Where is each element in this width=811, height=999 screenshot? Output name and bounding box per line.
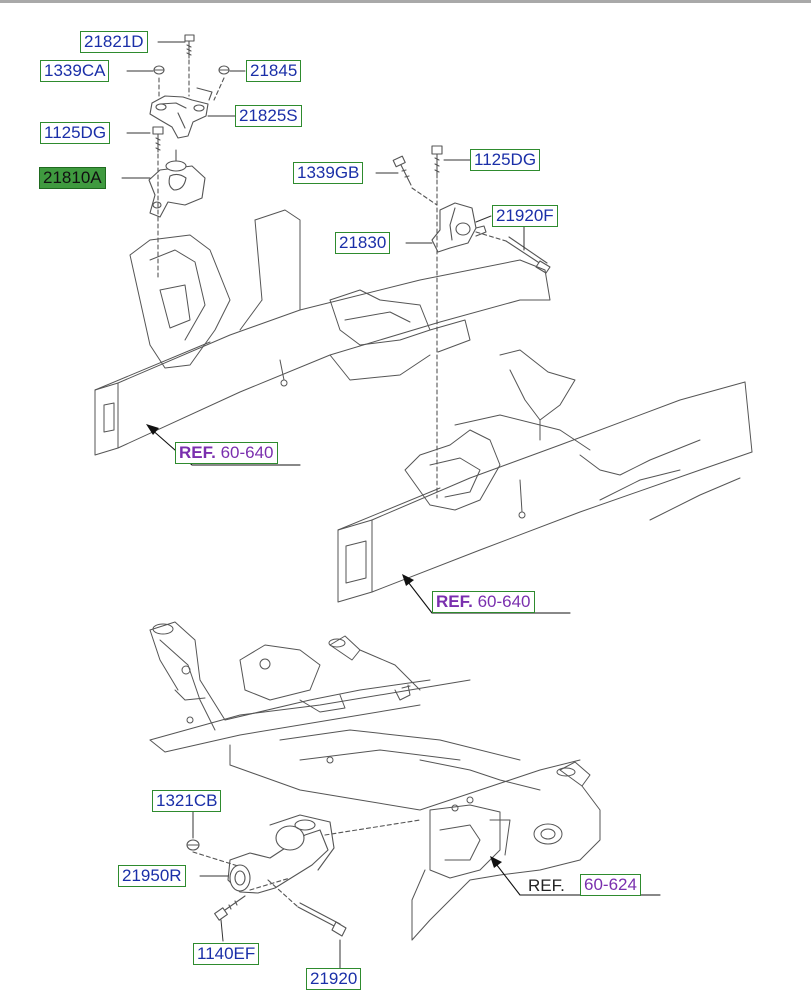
part-label-1125DG-right[interactable]: 1125DG bbox=[470, 149, 541, 171]
nut-1339CA[interactable] bbox=[153, 65, 165, 75]
front-subframe bbox=[149, 621, 601, 941]
part-label-21845[interactable]: 21845 bbox=[246, 60, 302, 82]
stud-line bbox=[196, 87, 213, 101]
frame-rail-left bbox=[94, 209, 551, 456]
leader-dashes-right bbox=[411, 179, 507, 499]
part-label-21821D[interactable]: 21821D bbox=[80, 31, 148, 53]
bolt-21920[interactable] bbox=[297, 902, 347, 937]
roll-rod-21950R[interactable] bbox=[227, 814, 335, 894]
ref-prefix-1: REF. bbox=[179, 443, 216, 462]
part-label-21950R[interactable]: 21950R bbox=[118, 865, 186, 887]
ref-callout-3[interactable]: 60-624 bbox=[580, 874, 641, 896]
bolt-1339GB[interactable] bbox=[392, 155, 412, 186]
ref-prefix-3: REF. bbox=[528, 876, 565, 895]
ref-callout-2[interactable]: REF. 60-640 bbox=[432, 591, 535, 613]
part-label-1321CB[interactable]: 1321CB bbox=[152, 790, 222, 812]
bolt-21821D[interactable] bbox=[184, 34, 195, 59]
leader-dashes-left bbox=[157, 59, 225, 281]
part-label-21825S[interactable]: 21825S bbox=[235, 105, 302, 127]
part-label-1339CA[interactable]: 1339CA bbox=[40, 60, 110, 82]
part-label-21920[interactable]: 21920 bbox=[306, 968, 362, 990]
part-label-1125DG-left[interactable]: 1125DG bbox=[40, 122, 111, 144]
engine-mount-21810A[interactable] bbox=[148, 149, 206, 218]
frame-rail-right bbox=[337, 349, 753, 603]
ref-arrows bbox=[149, 427, 661, 896]
leader-dashes-bottom bbox=[192, 819, 421, 908]
ref-number-1: 60-640 bbox=[220, 443, 274, 462]
top-border bbox=[0, 0, 811, 3]
bolt-21920F[interactable] bbox=[505, 236, 551, 274]
nut-21845[interactable] bbox=[218, 65, 230, 75]
bolt-1125DG-right[interactable] bbox=[431, 145, 443, 179]
part-label-1140EF[interactable]: 1140EF bbox=[193, 943, 260, 965]
bracket-21825S[interactable] bbox=[149, 95, 209, 139]
bolt-1125DG-left[interactable] bbox=[152, 126, 164, 153]
part-label-21810A-highlighted[interactable]: 21810A bbox=[39, 167, 106, 189]
label-leaders bbox=[121, 41, 525, 969]
part-label-21920F[interactable]: 21920F bbox=[492, 205, 558, 227]
arrowheads bbox=[146, 424, 502, 868]
bolt-1140EF[interactable] bbox=[214, 895, 246, 921]
part-label-21830[interactable]: 21830 bbox=[335, 232, 391, 254]
part-label-1339GB[interactable]: 1339GB bbox=[293, 162, 364, 184]
ref-prefix-2: REF. bbox=[436, 592, 473, 611]
nut-1321CB[interactable] bbox=[186, 839, 200, 851]
ref-callout-1[interactable]: REF. 60-640 bbox=[175, 442, 278, 464]
ref-number-2: 60-640 bbox=[477, 592, 531, 611]
mount-21830[interactable] bbox=[431, 202, 487, 253]
